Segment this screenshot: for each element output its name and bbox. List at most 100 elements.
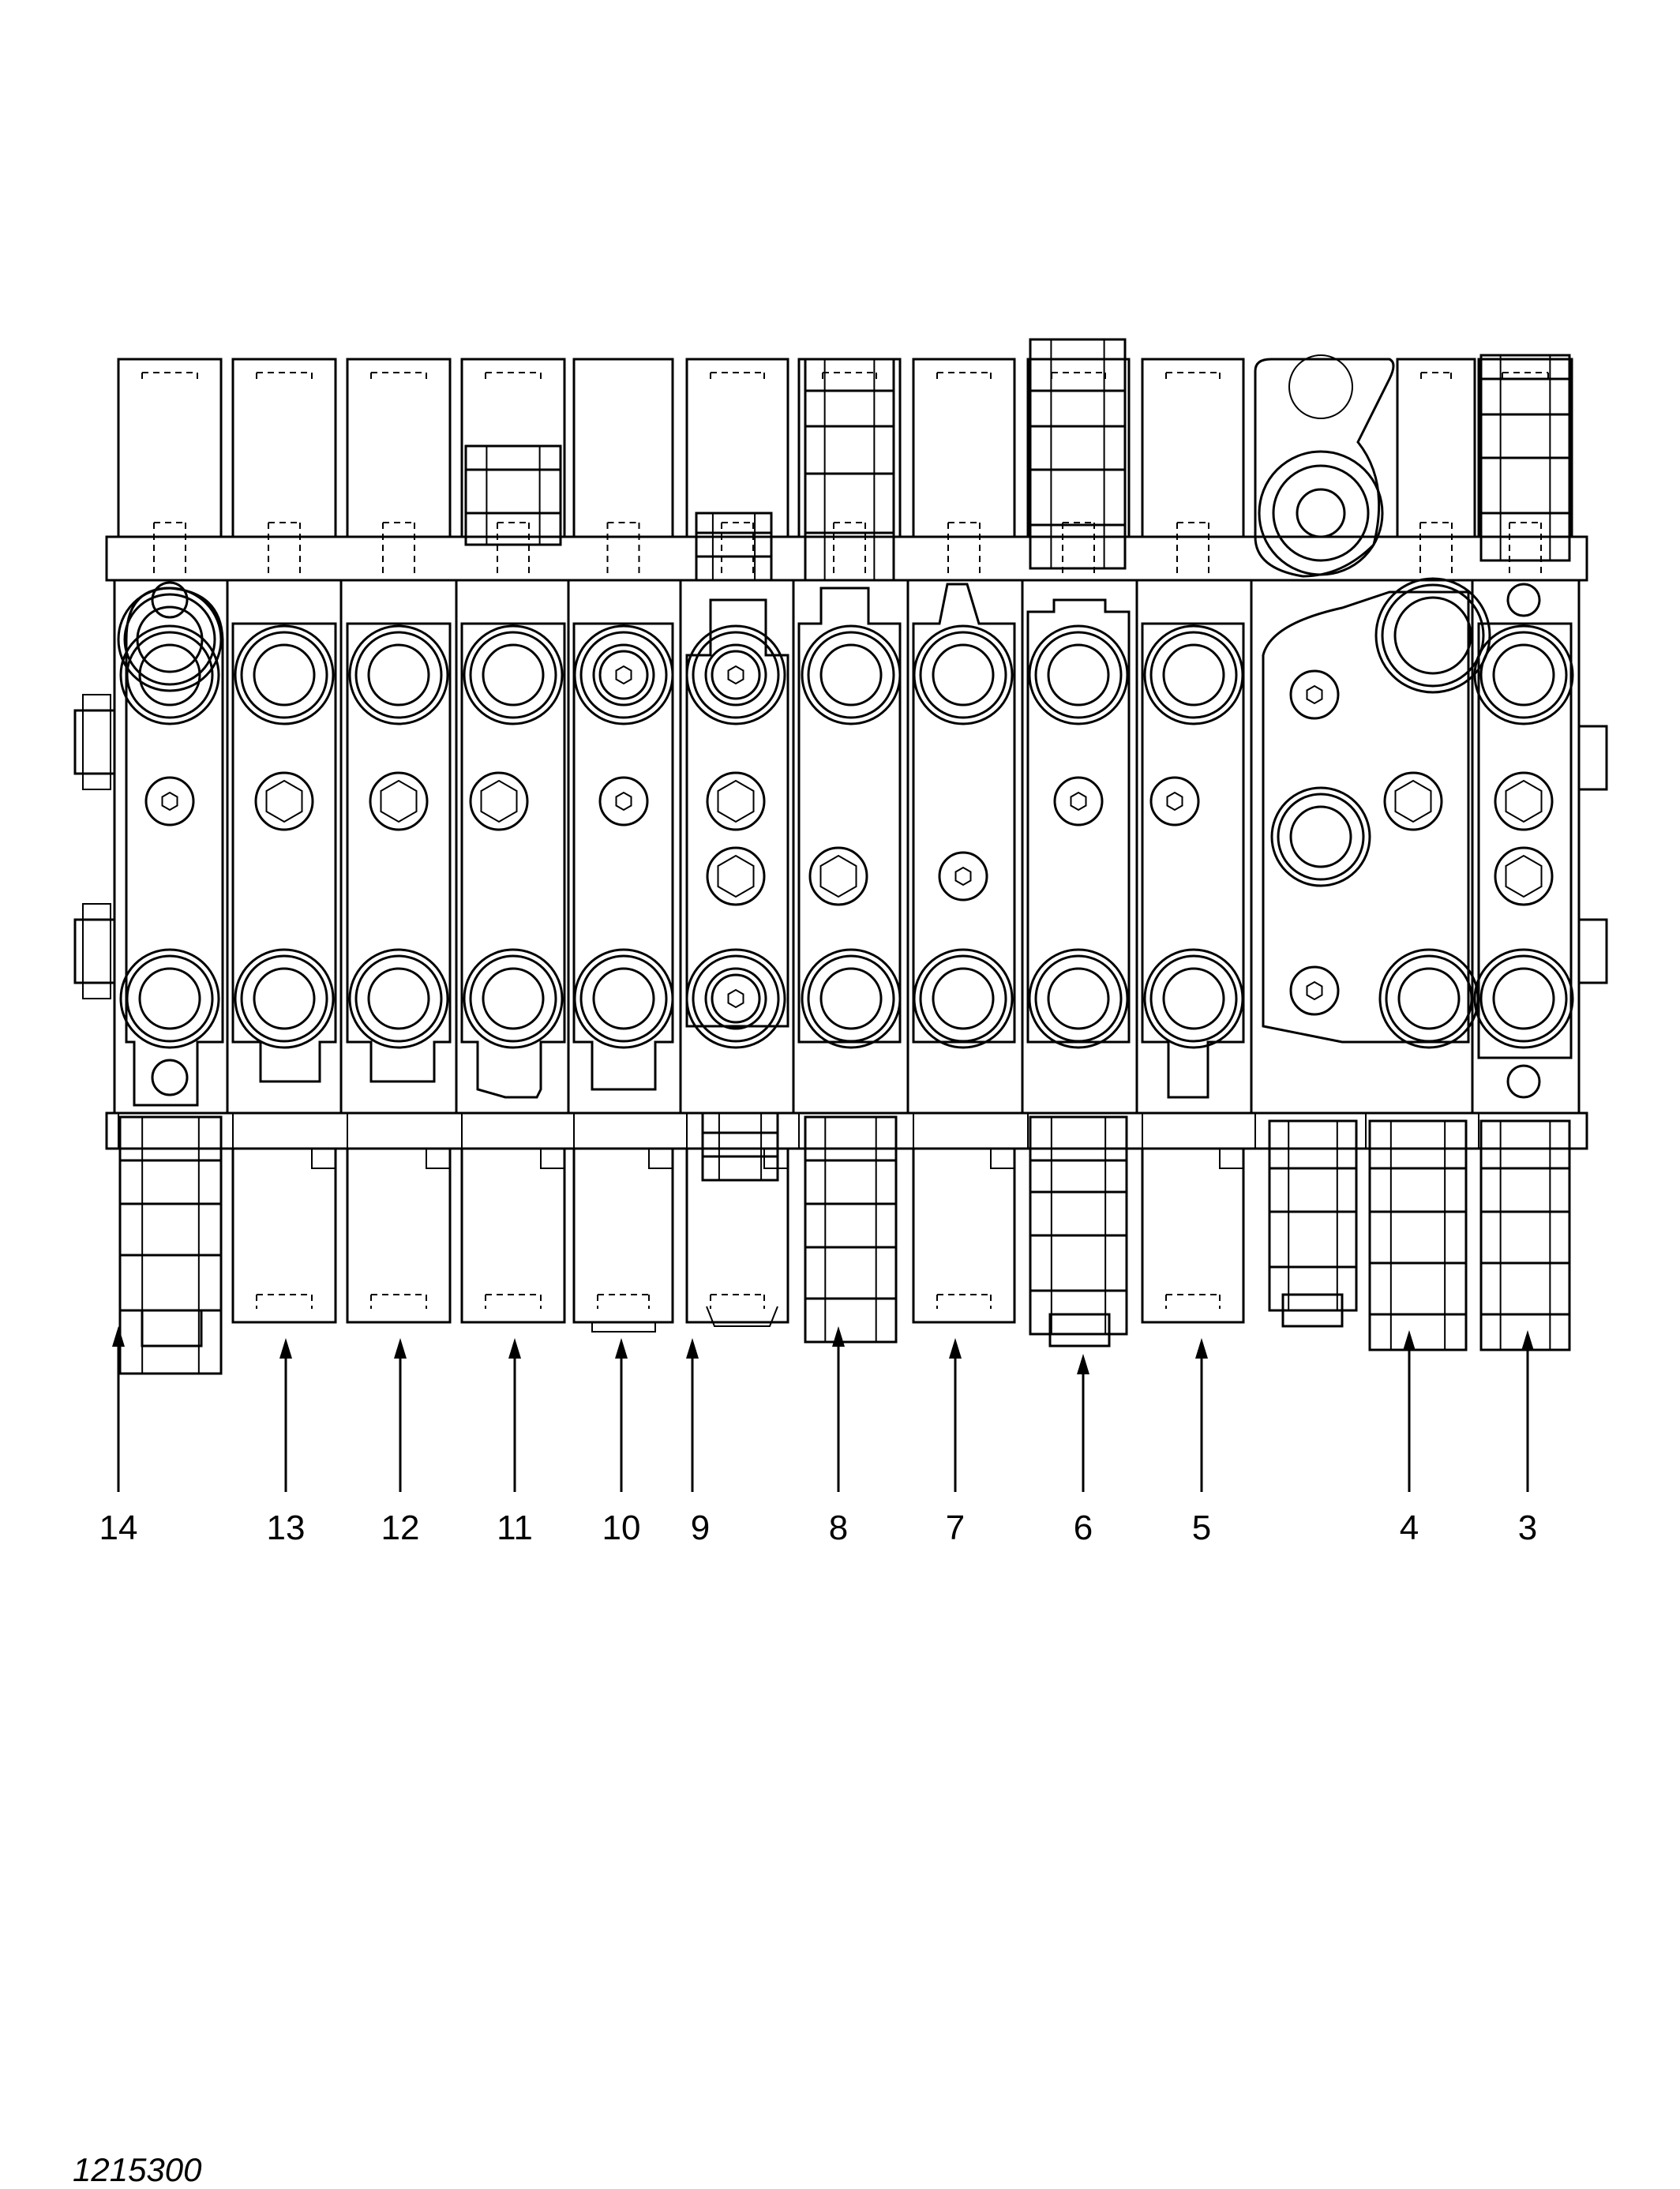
plug-bottom-9 <box>701 1111 779 1182</box>
center-plug-3 <box>369 771 429 831</box>
bottom-cap-10 <box>591 1321 656 1333</box>
center-plug-10 <box>1053 776 1104 826</box>
callout-arrowhead-6 <box>1077 1354 1089 1374</box>
callout-label-9: 9 <box>691 1509 710 1547</box>
section-10-panel <box>572 622 674 1091</box>
upper-port-2 <box>234 624 335 725</box>
plug-top-9 <box>695 512 773 582</box>
top-block-6 <box>685 358 789 538</box>
callout-5: 5 <box>1192 1338 1211 1547</box>
callout-11: 11 <box>497 1338 533 1547</box>
small-port-14 <box>151 581 189 619</box>
side-fitting-left-upper <box>73 709 116 775</box>
valve-body <box>73 338 1608 1375</box>
bottom-block-1 <box>231 1147 337 1324</box>
center-plug-8 <box>808 846 868 906</box>
top-block-2 <box>231 358 337 538</box>
callout-label-6: 6 <box>1074 1509 1093 1547</box>
upper-port-4 <box>463 624 564 725</box>
bottom-block-4 <box>572 1147 674 1324</box>
lower-port-2 <box>234 948 335 1049</box>
upper-port-10 <box>1143 624 1244 725</box>
center-plug-13 <box>1494 771 1554 831</box>
center-plug-12 <box>1383 771 1443 831</box>
upper-port-3 <box>348 624 449 725</box>
callout-label-11: 11 <box>497 1509 533 1547</box>
callout-label-7: 7 <box>946 1509 965 1547</box>
bottom-end-plate <box>105 1111 1588 1150</box>
callout-arrowhead-9 <box>686 1338 699 1359</box>
callout-label-10: 10 <box>602 1509 641 1547</box>
center-plug-11 <box>1149 776 1200 826</box>
relief-valve-top-6 <box>1029 338 1127 570</box>
side-fitting-right-lower <box>1577 918 1608 984</box>
callout-arrowhead-8 <box>832 1326 845 1347</box>
callout-13: 13 <box>267 1338 305 1547</box>
callout-10: 10 <box>602 1338 641 1547</box>
section-5-panel <box>1141 622 1245 1099</box>
callout-label-8: 8 <box>829 1509 848 1547</box>
upper-port-6 <box>685 624 786 725</box>
lower-port-7 <box>801 948 902 1049</box>
top-block-5 <box>572 358 674 538</box>
pilot-port-outer-4 <box>1258 450 1384 576</box>
center-plug-9 <box>938 851 988 901</box>
relief-valve-bottom-8 <box>804 1115 898 1344</box>
callout-6: 6 <box>1074 1354 1093 1547</box>
plug-port-10 <box>598 650 649 700</box>
top-block-3 <box>346 358 452 538</box>
fitting-top-11 <box>464 444 562 546</box>
upper-port-8 <box>913 624 1014 725</box>
lower-port-9 <box>1028 948 1129 1049</box>
upper-port-9 <box>1028 624 1129 725</box>
top-block-1 <box>117 358 223 538</box>
section-7-panel <box>912 583 1016 1044</box>
center-plug-7 <box>706 846 766 906</box>
section-9-panel <box>685 598 789 1028</box>
lower-port-8 <box>913 948 1014 1049</box>
bottom-block-2 <box>346 1147 452 1324</box>
plug-port-9 <box>711 650 761 700</box>
side-fitting-right-upper <box>1577 725 1608 791</box>
top-block-12 <box>1477 358 1573 538</box>
center-plug-14 <box>1494 846 1554 906</box>
callout-3: 3 <box>1518 1330 1537 1547</box>
lower-port-4 <box>1378 948 1479 1049</box>
bottom-block-3 <box>460 1147 566 1324</box>
callout-arrowhead-7 <box>949 1338 962 1359</box>
small-port-14-lower <box>151 1059 189 1096</box>
top-block-7 <box>797 358 902 538</box>
lower-port-3 <box>348 948 449 1049</box>
top-block-10 <box>1141 358 1245 538</box>
section-8-panel <box>797 587 902 1044</box>
lower-port-1 <box>119 948 220 1049</box>
pilot-cover-4 <box>1254 358 1395 578</box>
callout-arrowhead-11 <box>508 1338 521 1359</box>
top-block-9 <box>1026 358 1131 538</box>
callout-arrowhead-3 <box>1521 1330 1534 1351</box>
callout-12: 12 <box>381 1338 419 1547</box>
center-plug-5 <box>598 776 649 826</box>
center-plug-1 <box>144 776 195 826</box>
relief-valve-bottom-4a <box>1268 1119 1358 1312</box>
valve-manifold <box>113 579 1581 1115</box>
lower-port-6 <box>685 948 786 1049</box>
lower-port-4 <box>463 948 564 1049</box>
section-6-panel <box>1026 598 1131 1044</box>
top-block-4 <box>460 358 566 538</box>
section-13-panel <box>231 622 337 1083</box>
callout-8: 8 <box>829 1326 848 1547</box>
section-4-panel <box>1262 590 1470 1044</box>
plug-lower-9 <box>711 973 761 1024</box>
relief-valve-top-3 <box>1479 354 1571 562</box>
center-plug-2 <box>254 771 314 831</box>
bottom-block-5 <box>685 1147 789 1324</box>
top-block-11 <box>1396 358 1476 538</box>
callout-arrowhead-4 <box>1403 1330 1416 1351</box>
section-12-panel <box>346 622 452 1083</box>
relief-valve-bottom-6 <box>1029 1115 1128 1336</box>
lower-port-5 <box>573 948 674 1049</box>
section-11-panel <box>460 622 566 1099</box>
relief-valve-bottom-14 <box>118 1115 223 1375</box>
lower-port-12 <box>1473 948 1574 1049</box>
